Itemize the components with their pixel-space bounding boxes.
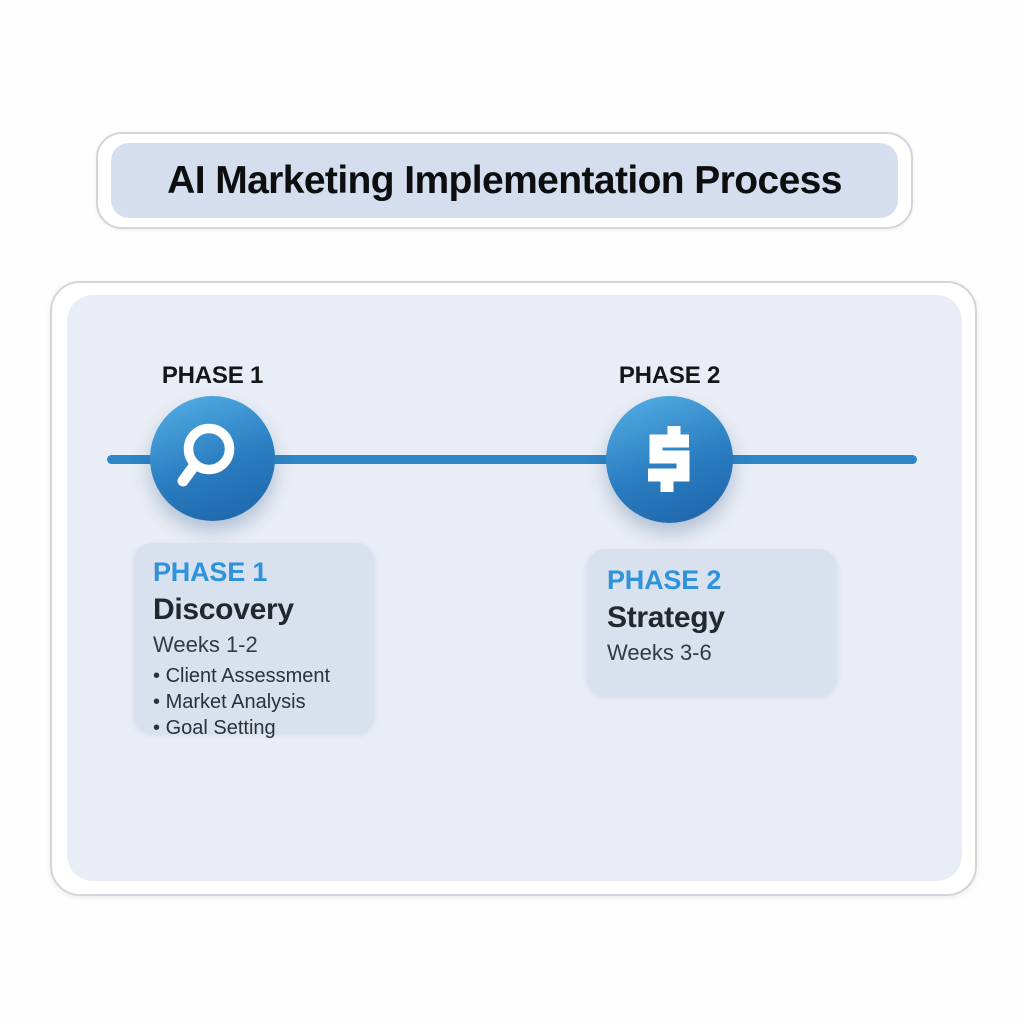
- phase2-marker-circle: [606, 396, 733, 523]
- title-banner-inner: AI Marketing Implementation Process: [111, 143, 898, 218]
- phase2-card-duration: Weeks 3-6: [607, 640, 712, 665]
- phase1-marker-circle: [150, 396, 275, 521]
- phase2-card-label: PHASE 2: [607, 565, 722, 595]
- phase1-card: PHASE 1 Discovery Weeks 1-2 Client Asses…: [134, 543, 374, 739]
- bullet-item: Client Assessment: [153, 665, 360, 688]
- phase2-card: PHASE 2 Strategy Weeks 3-6: [587, 549, 837, 695]
- dollar-icon: [648, 426, 690, 492]
- phase1-card-duration: Weeks 1-2: [153, 632, 258, 657]
- timeline-line: [107, 455, 917, 464]
- phase2-marker-label: PHASE 2: [618, 362, 721, 389]
- bullet-item: Market Analysis: [153, 691, 360, 714]
- title-banner: AI Marketing Implementation Process: [96, 132, 913, 229]
- phase1-card-label: PHASE 1: [153, 557, 268, 587]
- bullet-item: Goal Setting: [153, 717, 360, 740]
- phase1-card-name: Discovery: [153, 593, 294, 626]
- search-icon: [177, 423, 235, 487]
- phase2-card-name: Strategy: [607, 601, 725, 634]
- phase1-marker-label: PHASE 1: [161, 362, 264, 389]
- page-title: AI Marketing Implementation Process: [167, 158, 842, 202]
- phase1-card-bullets: Client Assessment Market Analysis Goal S…: [153, 665, 360, 741]
